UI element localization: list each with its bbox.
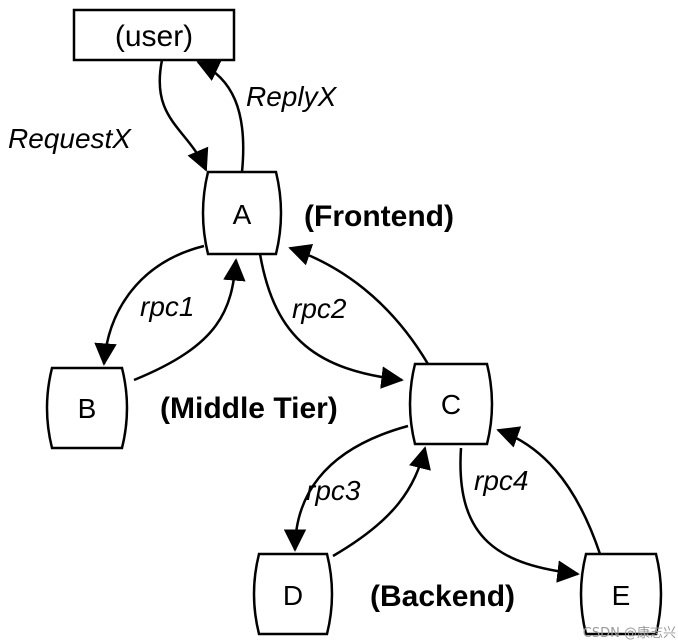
node-a bbox=[201, 170, 283, 256]
rpc2-reply-arrow bbox=[288, 243, 430, 365]
node-e bbox=[579, 552, 663, 636]
rpc4-call-arrow bbox=[459, 447, 580, 583]
node-c-label: C bbox=[441, 389, 461, 420]
rpc3-call-arrow bbox=[283, 424, 409, 552]
user-node-label: (user) bbox=[115, 20, 193, 53]
node-d bbox=[252, 552, 334, 636]
request-arrow bbox=[158, 59, 209, 172]
node-c bbox=[408, 362, 494, 446]
rpc4-label: rpc4 bbox=[474, 465, 528, 496]
rpc2-call-arrow bbox=[258, 253, 404, 389]
rpc3-reply-arrow bbox=[332, 446, 431, 558]
node-a-label: A bbox=[233, 199, 252, 230]
user-node bbox=[72, 8, 236, 62]
rpc1-label: rpc1 bbox=[140, 291, 194, 322]
rpc2-label: rpc2 bbox=[292, 293, 347, 324]
reply-arrow bbox=[196, 60, 245, 173]
reply-label: ReplyX bbox=[246, 81, 338, 112]
request-label: RequestX bbox=[8, 123, 132, 154]
middle-tier-label: (Middle Tier) bbox=[160, 392, 338, 425]
node-b bbox=[45, 366, 129, 450]
node-e-label: E bbox=[612, 580, 631, 611]
backend-tier-label: (Backend) bbox=[370, 580, 515, 613]
rpc3-label: rpc3 bbox=[306, 475, 361, 506]
rpc1-call-arrow bbox=[94, 244, 205, 366]
frontend-tier-label: (Frontend) bbox=[304, 200, 454, 233]
rpc1-reply-arrow bbox=[133, 258, 246, 382]
node-b-label: B bbox=[78, 393, 97, 424]
node-d-label: D bbox=[283, 580, 303, 611]
watermark-text: CSDN @康志兴 bbox=[583, 625, 676, 641]
rpc4-reply-arrow bbox=[496, 426, 602, 555]
